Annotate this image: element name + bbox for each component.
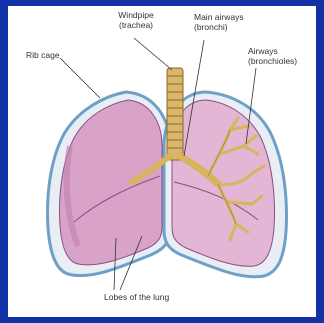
main-airways-label: Main airways (bronchi) (194, 12, 244, 32)
airways-label: Airways (bronchioles) (248, 46, 297, 66)
windpipe-sub-text: (trachea) (103, 20, 169, 30)
airways-text: Airways (248, 46, 297, 56)
windpipe-label: Windpipe (trachea) (103, 10, 169, 30)
airways-sub-text: (bronchioles) (248, 56, 297, 66)
windpipe-text: Windpipe (103, 10, 169, 20)
lobes-label: Lobes of the lung (104, 292, 169, 302)
main-airways-sub-text: (bronchi) (194, 22, 244, 32)
main-airways-text: Main airways (194, 12, 244, 22)
rib-cage-label: Rib cage (26, 50, 60, 60)
diagram-panel: Windpipe (trachea) Main airways (bronchi… (8, 6, 316, 317)
trachea (167, 68, 183, 160)
